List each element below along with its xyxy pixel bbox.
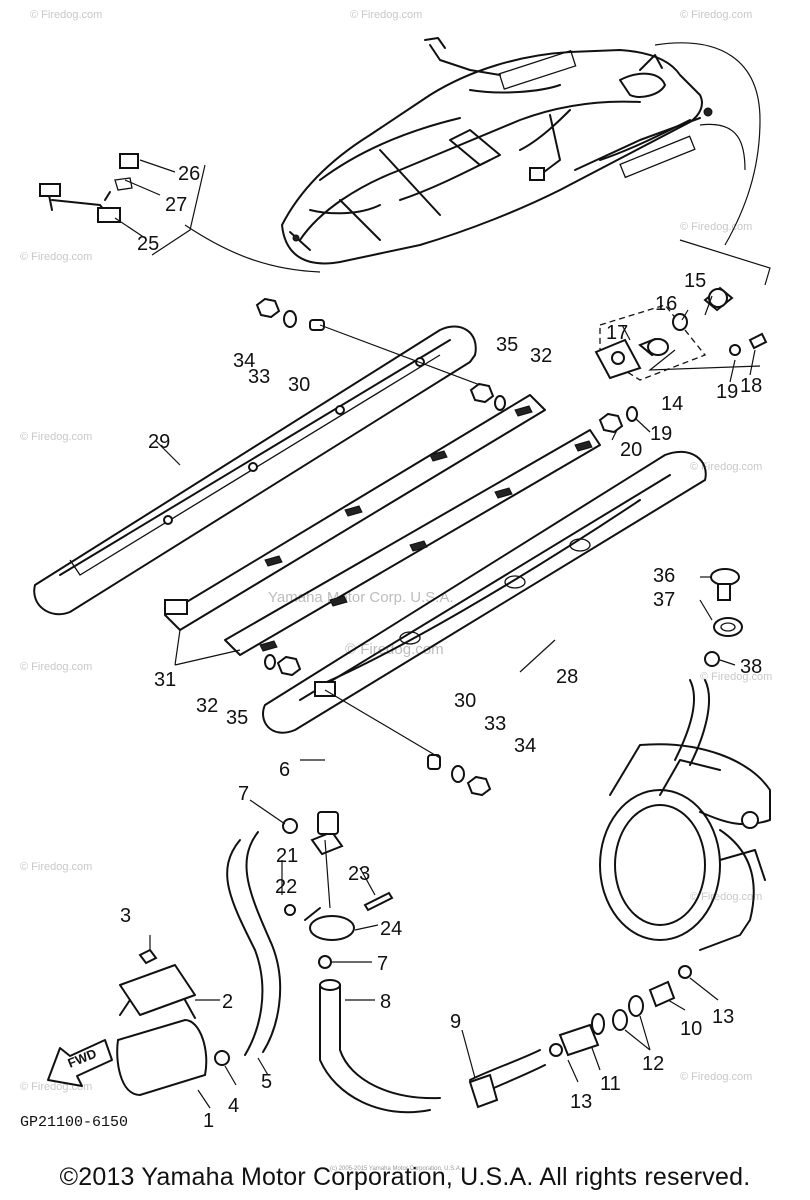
callout-34: 34 xyxy=(233,350,255,372)
callout-32: 32 xyxy=(196,695,218,717)
tiny-notice: (c) 2005-2015 Yamaha Motor Corporation, … xyxy=(330,1166,462,1172)
callout-9: 9 xyxy=(450,1011,461,1033)
watercraft-body xyxy=(281,37,713,265)
watermark: © Firedog.com xyxy=(20,661,92,673)
jet-pump xyxy=(599,679,771,951)
watermark: © Firedog.com xyxy=(20,861,92,873)
callout-25: 25 xyxy=(137,233,159,255)
watermarks: © Firedog.com © Firedog.com © Firedog.co… xyxy=(20,9,772,1093)
callout-38: 38 xyxy=(740,656,762,678)
callout-11: 11 xyxy=(600,1073,621,1095)
reference-lines xyxy=(151,42,771,286)
watermark: © Firedog.com xyxy=(700,671,772,683)
callout-27: 27 xyxy=(165,194,187,216)
gunwale-29 xyxy=(33,325,477,616)
callout-14: 14 xyxy=(661,393,683,415)
callout-24: 24 xyxy=(380,918,402,940)
callout-35: 35 xyxy=(496,334,518,356)
callout-16: 16 xyxy=(655,293,677,315)
callout-7: 7 xyxy=(377,953,388,975)
diagram-code: GP21100-6150 xyxy=(20,1114,128,1131)
bolt-strip xyxy=(164,394,601,656)
callout-17: 17 xyxy=(606,322,628,344)
callouts: 26 27 25 34 33 30 35 32 29 31 32 35 28 1… xyxy=(20,163,762,1172)
fwd-label: FWD xyxy=(66,1046,99,1071)
callout-10: 10 xyxy=(680,1018,702,1040)
callout-33: 33 xyxy=(484,713,506,735)
fasteners xyxy=(255,297,638,797)
callout-36: 36 xyxy=(653,565,675,587)
callout-13: 13 xyxy=(570,1091,592,1113)
callout-15: 15 xyxy=(684,270,706,292)
callout-29: 29 xyxy=(148,431,170,453)
callout-8: 8 xyxy=(380,991,391,1013)
callout-35: 35 xyxy=(226,707,248,729)
watermark: © Firedog.com xyxy=(680,1071,752,1083)
watermark: © Firedog.com xyxy=(680,9,752,21)
plug-36-38 xyxy=(704,568,743,667)
callout-4: 4 xyxy=(228,1095,239,1117)
callout-30: 30 xyxy=(454,690,476,712)
bolts-25-27 xyxy=(39,153,139,223)
callout-33: 33 xyxy=(248,366,270,388)
watermark: © Firedog.com xyxy=(690,891,762,903)
callout-19: 19 xyxy=(650,423,672,445)
callout-21: 21 xyxy=(276,845,298,867)
hose-lower xyxy=(226,831,692,1114)
copyright-notice: ©2013 Yamaha Motor Corporation, U.S.A. A… xyxy=(59,1163,751,1191)
callout-34: 34 xyxy=(514,735,536,757)
callout-6: 6 xyxy=(279,759,290,781)
callout-1: 1 xyxy=(203,1110,214,1132)
valve-assembly xyxy=(116,811,394,1097)
callout-20: 20 xyxy=(620,439,642,461)
callout-19: 19 xyxy=(716,381,738,403)
watermark-center: Yamaha Motor Corp. U.S.A. xyxy=(268,589,454,606)
callout-30: 30 xyxy=(288,374,310,396)
callout-37: 37 xyxy=(653,589,675,611)
callout-23: 23 xyxy=(348,863,370,885)
callout-22: 22 xyxy=(275,876,297,898)
callout-13: 13 xyxy=(712,1006,734,1028)
callout-5: 5 xyxy=(261,1071,272,1093)
fitting-14-19 xyxy=(594,286,768,381)
watermark: © Firedog.com xyxy=(30,9,102,21)
callout-31: 31 xyxy=(154,669,176,691)
callout-7: 7 xyxy=(238,783,249,805)
callout-28: 28 xyxy=(556,666,578,688)
watermark: © Firedog.com xyxy=(690,461,762,473)
callout-3: 3 xyxy=(120,905,131,927)
callout-2: 2 xyxy=(222,991,233,1013)
callout-26: 26 xyxy=(178,163,200,185)
watermark: © Firedog.com xyxy=(680,221,752,233)
callout-12: 12 xyxy=(642,1053,664,1075)
leader-lines xyxy=(114,159,761,1109)
fwd-arrow: FWD xyxy=(47,1039,113,1087)
callout-18: 18 xyxy=(740,375,762,397)
gunwale-28 xyxy=(262,450,707,734)
watermark: © Firedog.com xyxy=(350,9,422,21)
watermark: © Firedog.com xyxy=(20,431,92,443)
callout-32: 32 xyxy=(530,345,552,367)
watermark: © Firedog.com xyxy=(20,251,92,263)
